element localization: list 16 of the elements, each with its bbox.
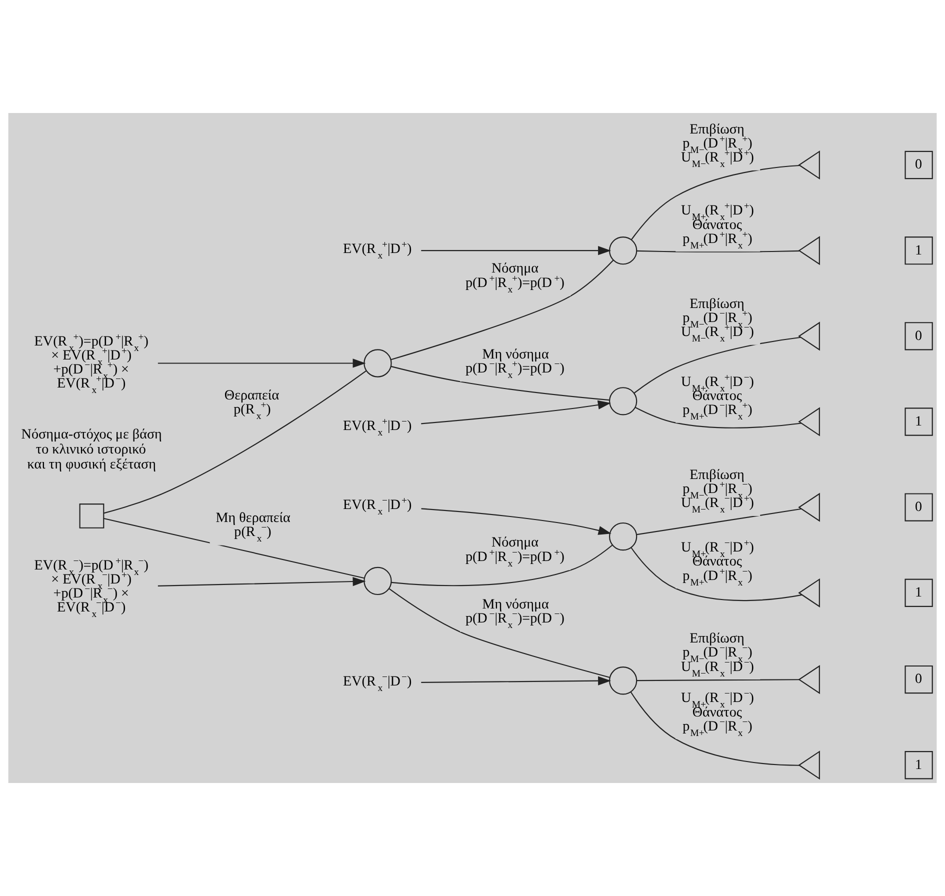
edge-label: Θεραπεία p(R$_{x}$$^{+}$) [224, 387, 280, 422]
edge-label: Νόσημα p(D$^{+}$|R$_{x}$$^{+}$)=p(D$^{+}$) [465, 260, 564, 296]
edge-label: Επιβίωση p$_{M−}$(D$^{−}$|R$_{x}$$^{−}$) U$_{M−}$(R$_{x}$$^{−}$|D$^{−}$) [681, 630, 754, 680]
node-text: EV(R$_{x}$$^{−}$|D$^{+}$) [343, 495, 412, 518]
node-text: EV(R$_{x}$$^{+}$|D$^{+}$) [343, 240, 412, 262]
edge-label: U$_{M+}$(R$_{x}$$^{+}$|D$^{−}$) Θάνατος p$_{M+}$(D$^{−}$|R$_{x}$$^{+}$) [681, 372, 754, 423]
edge-label: Μη θεραπεία p(R$_{x}$$^{−}$) [216, 510, 290, 544]
node-text: EV(R$_{x}$$^{+}$|D$^{−}$) [343, 416, 412, 438]
edge-label: U$_{M+}$(R$_{x}$$^{−}$|D$^{+}$) Θάνατος p$_{M+}$(D$^{+}$|R$_{x}$$^{−}$) [681, 538, 754, 588]
edge-label: Μη νόσημα p(D$^{−}$|R$_{x}$$^{−}$)=p(D$^{−}$) [465, 596, 564, 632]
node-label: Νόσημα-στόχος με βάση το κλινικό ιστορικό και τη φυσική εξέταση [21, 426, 162, 473]
edge-label: Νόσημα p(D$^{+}$|R$_{x}$$^{−}$)=p(D$^{+}$) [465, 534, 564, 570]
node-text: EV(R$_{x}$$^{−}$|D$^{−}$) [343, 672, 412, 694]
edge-label: Μη νόσημα p(D$^{−}$|R$_{x}$$^{+}$)=p(D$^{−}$) [465, 346, 564, 381]
edge-label: U$_{M+}$(R$_{x}$$^{−}$|D$^{−}$) Θάνατος p$_{M+}$(D$^{−}$|R$_{x}$$^{−}$) [681, 688, 754, 739]
edge-label: U$_{M+}$(R$_{x}$$^{+}$|D$^{+}$) Θάνατος p$_{M+}$(D$^{+}$|R$_{x}$$^{+}$) [681, 201, 754, 252]
